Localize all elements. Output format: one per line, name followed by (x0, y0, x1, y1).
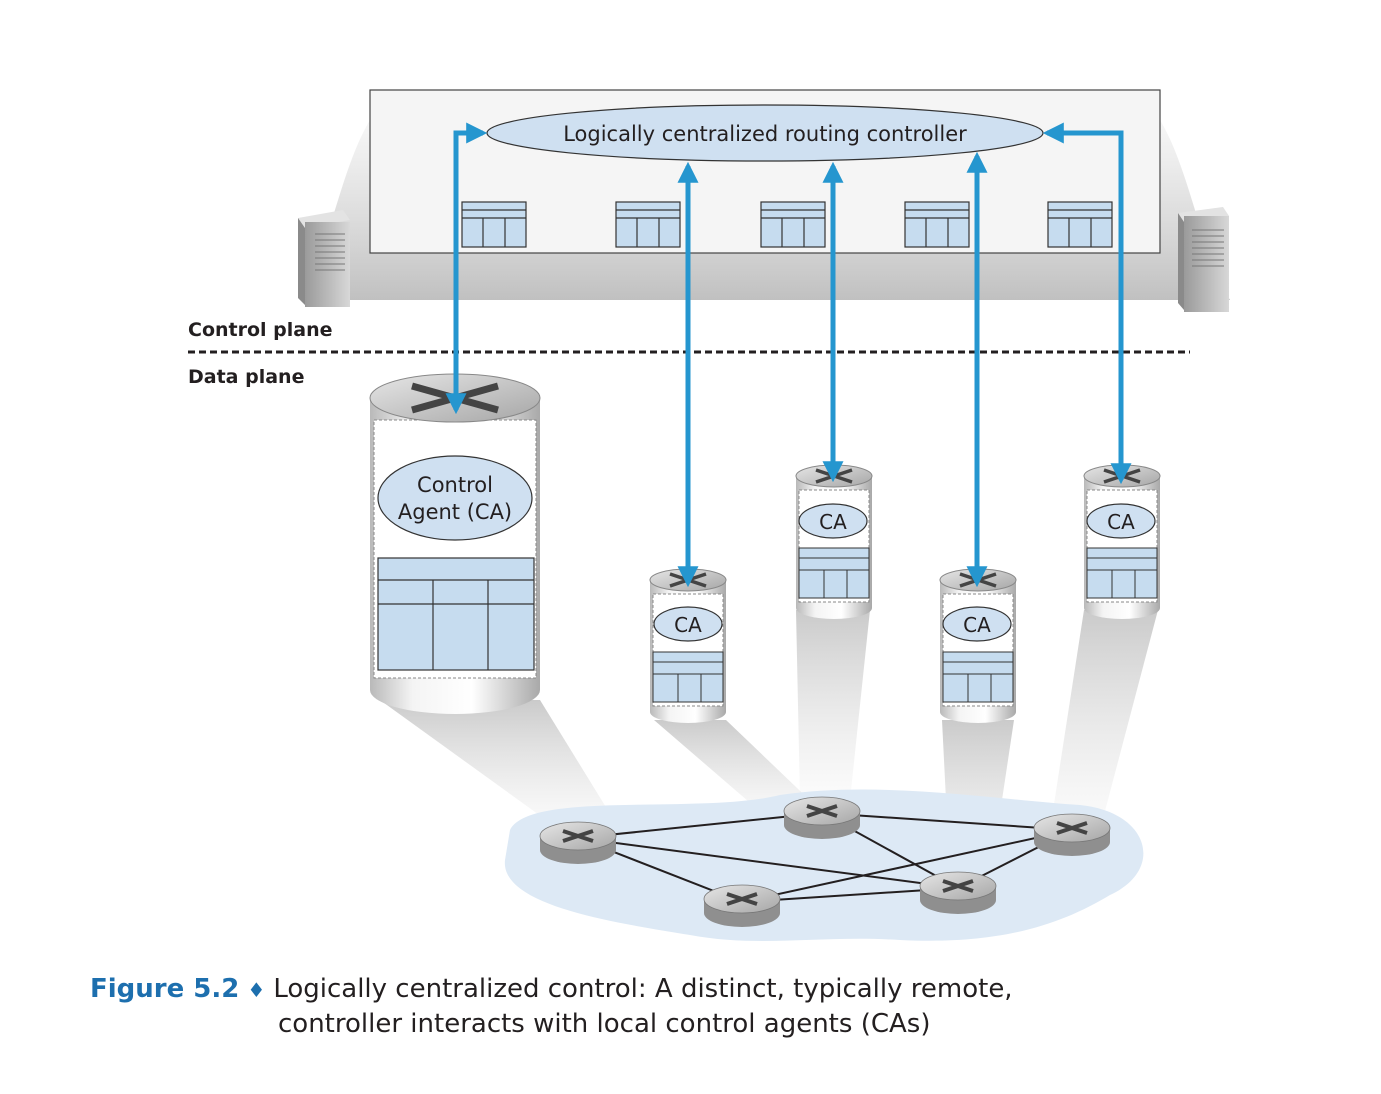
caption-text-1: Logically centralized control: A distinc… (273, 974, 1013, 1004)
caption-line-1: Figure 5.2 ♦ Logically centralized control… (90, 972, 1090, 1007)
arrow-large-router (445, 122, 488, 415)
controller-table-3 (760, 201, 826, 248)
caption-separator: ♦ (247, 978, 266, 1002)
forwarding-table-large (377, 557, 535, 671)
data-plane-label: Data plane (188, 366, 304, 388)
server-icon-left (298, 210, 350, 307)
control-agent-label-2: Agent (CA) (398, 500, 512, 524)
network-router-3 (1033, 813, 1111, 856)
network-router-4 (703, 884, 781, 927)
small-router-2: CA (795, 464, 873, 619)
controller-table-4 (904, 201, 970, 248)
network-router-5 (919, 871, 997, 914)
small-router-1: CA (649, 568, 727, 723)
small-router-3-label: CA (963, 613, 991, 637)
large-router: Control Agent (CA) (369, 373, 541, 714)
control-agent-ellipse (377, 455, 533, 541)
controller-table-5 (1047, 201, 1113, 248)
arrow-small-router-4 (1042, 122, 1132, 485)
control-plane-label: Control plane (188, 319, 333, 341)
control-agent-label-1: Control (417, 473, 493, 497)
controller-label: Logically centralized routing controller (563, 122, 967, 146)
small-router-4-label: CA (1107, 510, 1135, 534)
controller-table-1 (461, 201, 527, 248)
figure-caption: Figure 5.2 ♦ Logically centralized control… (90, 972, 1090, 1041)
controller-table-2 (615, 201, 681, 248)
small-router-1-label: CA (674, 613, 702, 637)
small-router-2-label: CA (819, 510, 847, 534)
server-icon-right (1178, 207, 1229, 312)
caption-line-2: controller interacts with local control … (278, 1009, 931, 1039)
small-router-3: CA (939, 568, 1017, 723)
figure-number: Figure 5.2 (90, 974, 240, 1004)
control-plane-shadow (300, 120, 1230, 300)
control-arrows (445, 122, 1132, 588)
network-router-2 (783, 796, 861, 839)
network-router-1 (539, 821, 617, 864)
small-router-4: CA (1083, 464, 1161, 619)
